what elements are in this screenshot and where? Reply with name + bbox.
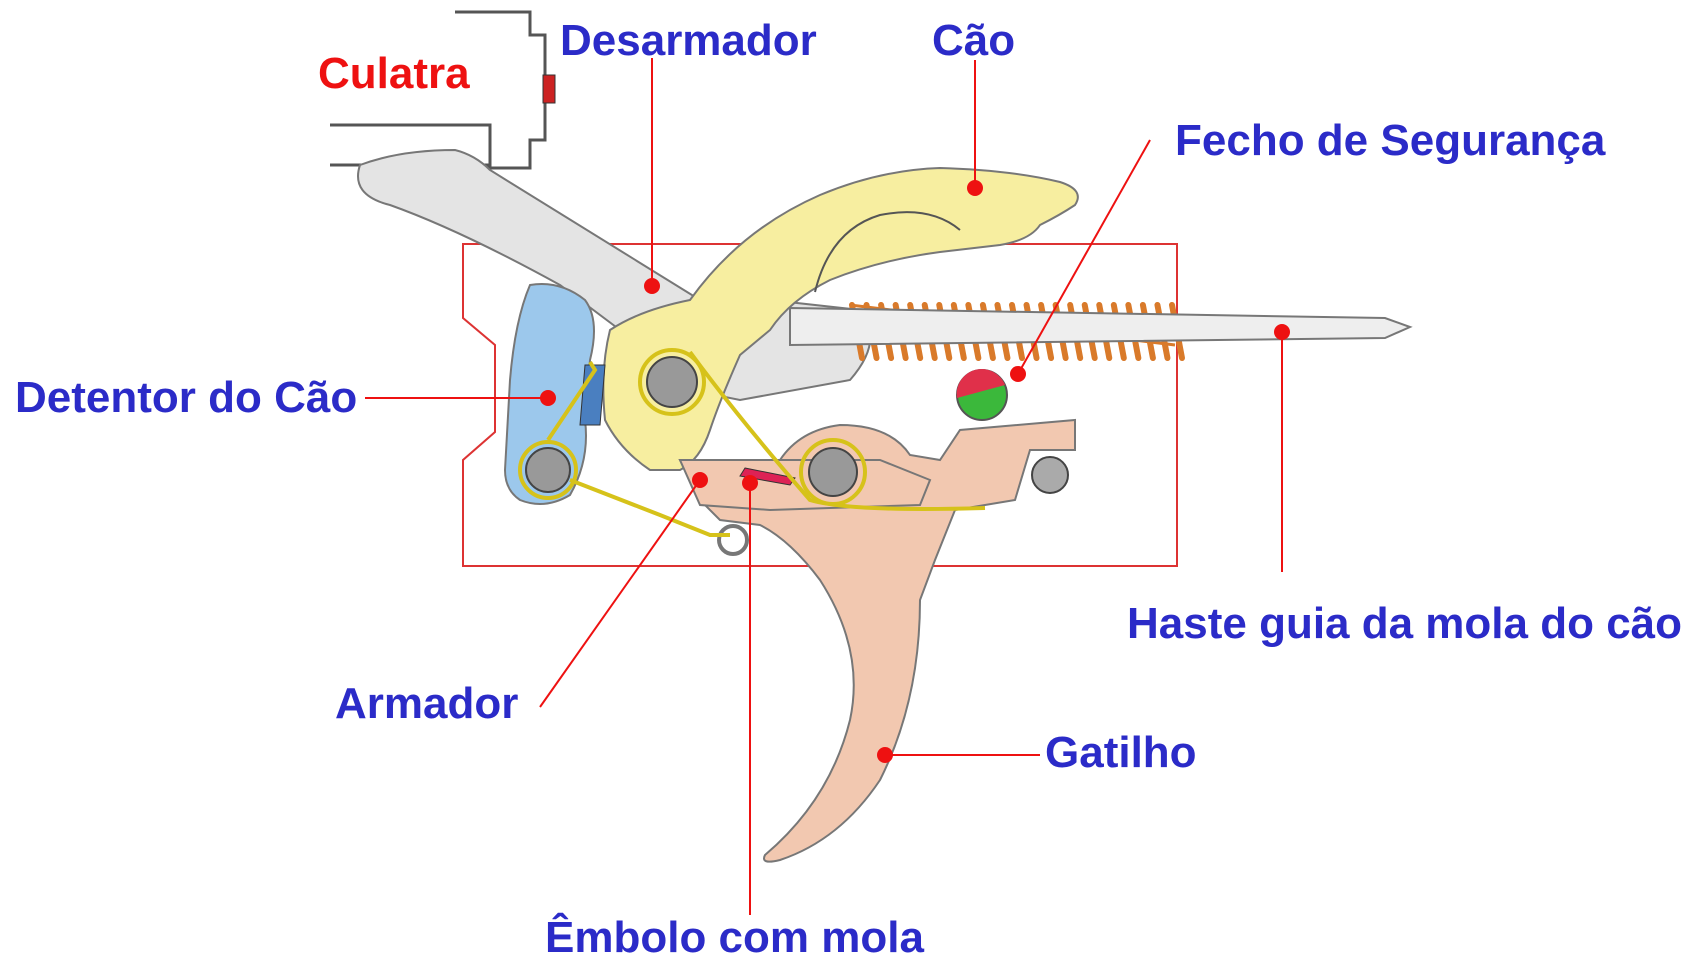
label-embolo-mola: Êmbolo com mola	[545, 912, 924, 957]
label-armador: Armador	[335, 679, 518, 728]
spring-guide-rod	[789, 306, 1413, 347]
leader-dots	[540, 180, 1290, 763]
receiver-frame	[462, 243, 1178, 567]
spring-anchor-pin	[717, 524, 749, 556]
trigger-part	[678, 418, 1076, 863]
label-desarmador: Desarmador	[560, 16, 817, 65]
label-cao: Cão	[932, 16, 1015, 65]
label-detentor-cao: Detentor do Cão	[15, 373, 357, 422]
plunger-slot	[739, 467, 796, 486]
label-culatra: Culatra	[318, 49, 470, 98]
label-gatilho: Gatilho	[1045, 728, 1197, 777]
label-haste-guia: Haste guia da mola do cão	[1127, 599, 1682, 648]
leader-lines	[365, 58, 1283, 915]
label-fecho-seguranca: Fecho de Segurança	[1175, 116, 1606, 165]
wire-springs	[518, 348, 986, 537]
safety-catch	[956, 369, 1008, 421]
rear-pin	[1031, 456, 1069, 494]
hammer-inner-line	[814, 211, 961, 293]
hammer-pivot-pin	[646, 356, 698, 408]
trigger-pivot-pin	[808, 447, 858, 497]
catch-pivot-pin	[525, 447, 571, 493]
